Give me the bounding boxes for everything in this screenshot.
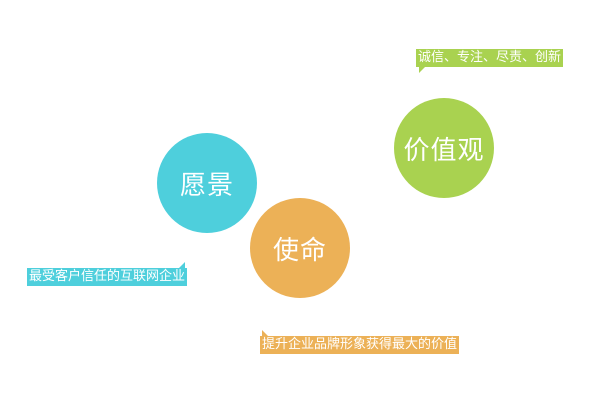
- vision-tag-text: 最受客户信任的互联网企业: [29, 269, 186, 284]
- mission-tag-text: 提升企业品牌形象获得最大的价值: [262, 337, 458, 352]
- mission-circle: 使命: [250, 198, 350, 298]
- values-tag-pointer-icon: [419, 67, 425, 73]
- vision-label: 愿景: [179, 170, 234, 201]
- mission-tag-pointer-icon: [262, 330, 268, 336]
- values-circle: 价值观: [394, 98, 494, 198]
- vision-tag-pointer-icon: [179, 262, 186, 268]
- vision-tag: 最受客户信任的互联网企业: [27, 262, 188, 286]
- values-tag-text: 诚信、专注、尽责、创新: [418, 50, 562, 65]
- mission-tag: 提升企业品牌形象获得最大的价值: [260, 330, 460, 354]
- vision-circle: 愿景: [157, 133, 257, 233]
- values-label: 价值观: [403, 135, 485, 166]
- mission-label: 使命: [272, 235, 327, 266]
- values-tag: 诚信、专注、尽责、创新: [416, 49, 564, 73]
